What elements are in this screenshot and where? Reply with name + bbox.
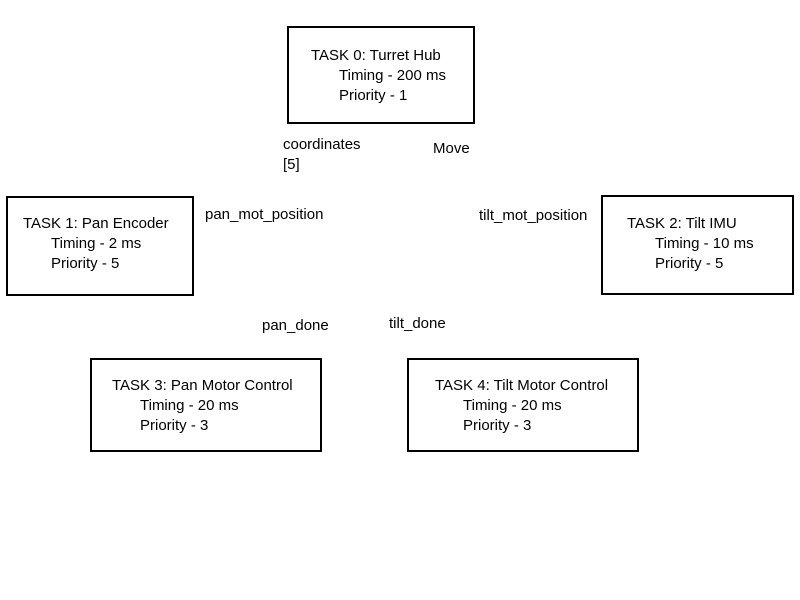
- flow-label-pan-mot-position: pan_mot_position: [205, 206, 324, 223]
- flow-label-pan-done: pan_done: [262, 317, 329, 334]
- task-1-timing: Timing - 2 ms: [51, 235, 142, 252]
- task-2-title: TASK 2: Tilt IMU: [627, 215, 737, 232]
- task-2-priority: Priority - 5: [655, 255, 724, 272]
- task-3-title: TASK 3: Pan Motor Control: [112, 377, 293, 394]
- task-3-box: TASK 3: Pan Motor Control Timing - 20 ms…: [90, 358, 322, 452]
- task-3-priority: Priority - 3: [140, 417, 209, 434]
- task-1-title: TASK 1: Pan Encoder: [23, 215, 169, 232]
- flow-label-move: Move: [433, 140, 470, 157]
- task-4-timing: Timing - 20 ms: [463, 397, 562, 414]
- task-0-timing: Timing - 200 ms: [339, 67, 446, 84]
- task-4-title: TASK 4: Tilt Motor Control: [435, 377, 609, 394]
- flow-label-tilt-mot-position: tilt_mot_position: [479, 207, 588, 224]
- task-4-priority: Priority - 3: [463, 417, 532, 434]
- task-1-box: TASK 1: Pan Encoder Timing - 2 ms Priori…: [6, 196, 194, 296]
- task-4-box: TASK 4: Tilt Motor Control Timing - 20 m…: [407, 358, 639, 452]
- task-2-box: TASK 2: Tilt IMU Timing - 10 ms Priority…: [601, 195, 794, 295]
- task-0-priority: Priority - 1: [339, 87, 408, 104]
- task-0-box: TASK 0: Turret Hub Timing - 200 ms Prior…: [287, 26, 475, 124]
- task-3-timing: Timing - 20 ms: [140, 397, 239, 414]
- flow-label-coordinates-size: [5]: [283, 156, 300, 173]
- task-2-timing: Timing - 10 ms: [655, 235, 754, 252]
- task-0-title: TASK 0: Turret Hub: [311, 47, 441, 64]
- flow-label-tilt-done: tilt_done: [389, 315, 446, 332]
- flow-label-coordinates: coordinates: [283, 136, 361, 153]
- task-1-priority: Priority - 5: [51, 255, 120, 272]
